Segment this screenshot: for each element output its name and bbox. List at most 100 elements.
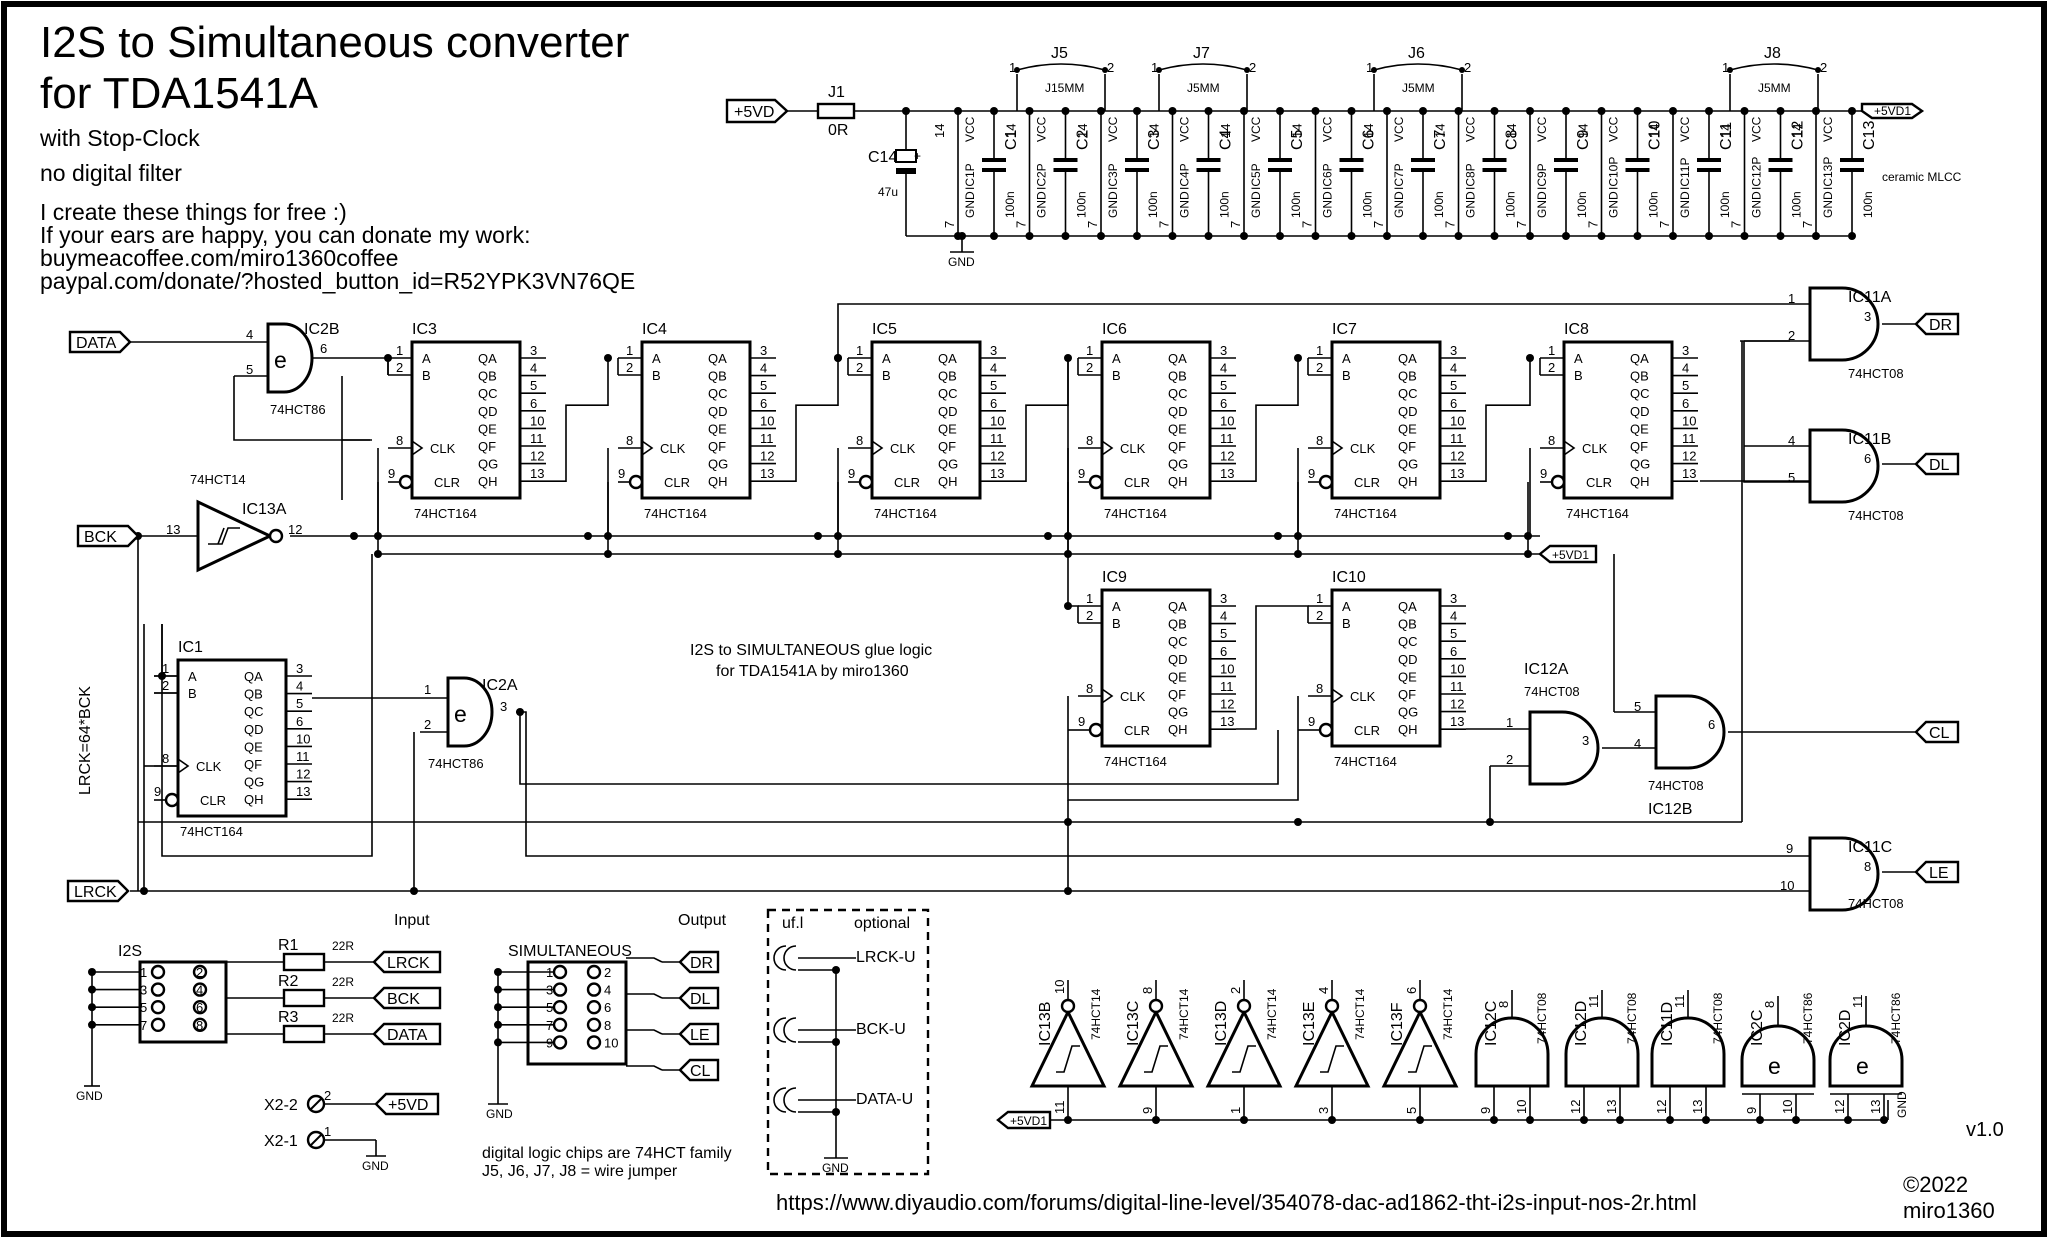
pin-num: 12 [990,449,1004,464]
pin-name: QC [1398,386,1418,401]
pin-num: 8 [604,1018,611,1033]
gate-part: 74HCT08 [1524,684,1580,699]
pin-name: A [1112,351,1121,366]
ic-part: 74HCT164 [1566,506,1629,521]
junction-dot [958,232,966,240]
junction-dot [834,354,842,362]
spare-part: 74HCT14 [1177,988,1191,1040]
power-decoupling-section: +5VD J1 0R C14 47u + GND +5VD1 ceramic M… [725,45,1962,269]
ic-part: 74HCT164 [1334,754,1397,769]
pin-name: QD [1398,652,1418,667]
pin-num: 5 [246,362,253,377]
pin-name: B [1342,616,1351,631]
pin-num: 6 [1864,451,1871,466]
port-input-label: DATA [387,1027,428,1044]
resistor-r3 [282,1024,326,1044]
pin-name: CLK [1120,689,1146,704]
pin-num: 4 [760,361,767,376]
pin-num: 1 [1228,1107,1243,1114]
junction-dot [1792,1116,1800,1124]
xor-symbol: e [1768,1053,1781,1079]
vcc-label: VCC [1106,116,1120,142]
port-bck: BCK [76,524,140,548]
junction-dot [1705,107,1713,115]
pin-num: 11 [1682,431,1696,446]
junction-dot [1240,1116,1248,1124]
spare-part: 74HCT08 [1711,992,1725,1044]
shift-register-ic3: IC374HCT164ABCLKCLR1289QA3QB4QC5QD6QE10Q… [388,321,546,521]
capacitor-ref: C4 [1218,129,1235,150]
junction-dot [584,532,592,540]
pin-name: QB [708,369,727,384]
pin-name: CLK [1350,689,1376,704]
pin-name: QB [1398,369,1417,384]
ic-part: 74HCT164 [644,506,707,521]
ic-power-pin7: 7 [1729,221,1744,228]
ic-ref: IC4 [642,321,667,338]
pin-name: QE [1168,669,1187,684]
ic-part: 74HCT164 [414,506,477,521]
ic-power-ref: IC12P [1750,157,1764,190]
vcc-label: VCC [1678,116,1692,142]
pin-name: QF [1398,439,1416,454]
pin-num: 5 [1220,378,1227,393]
port-input-bck: BCK [372,986,442,1010]
pin-num: 2 [1548,360,1555,375]
pin-num: 6 [196,1000,203,1015]
pin-num: 1 [1316,343,1323,358]
ic-power-ref: IC1P [963,163,977,190]
pin-num: 11 [990,431,1004,446]
pin-name: QG [1398,457,1418,472]
gnd-pin-label: GND [1392,191,1406,218]
pin-num: 6 [1220,396,1227,411]
pin-num: 9 [1308,466,1315,481]
pin-num: 5 [1788,470,1795,485]
donate-link-coffee: buymeacoffee.com/miro1360coffee [40,245,398,271]
pin-num: 6 [1682,396,1689,411]
xor-symbol: e [274,347,287,373]
x2-ref: X2-1 [264,1133,298,1150]
note-74hct: digital logic chips are 74HCT family [482,1145,732,1162]
port-input-label: LRCK [387,955,430,972]
vcc-label: VCC [1035,116,1049,142]
ic-power-pin14: 14 [1361,124,1376,138]
pin-name: QA [1168,599,1187,614]
ic-power-pin14: 14 [1647,124,1662,138]
pin-name: QA [938,351,957,366]
jumper-ref: J8 [1764,45,1781,62]
port-5vd-in [725,98,789,124]
pin-name: QA [1398,599,1417,614]
junction-dot [1812,232,1820,240]
shift-register-ic10: IC1074HCT164ABCLKCLR1289QA3QB4QC5QD6QE10… [1308,569,1466,769]
pin-num: 4 [196,983,203,998]
ic-power-pin7: 7 [1586,221,1601,228]
capacitor-value: 100n [1361,191,1375,218]
junction-dot [1240,232,1248,240]
port-data: DATA [68,330,132,354]
pin-num: 4 [990,361,997,376]
vcc-label: VCC [1321,116,1335,142]
copyright-year: ©2022 [1903,1172,1968,1197]
pin-num: 6 [1404,987,1419,994]
junction-dot [1025,107,1034,115]
pin-num: 8 [1086,433,1093,448]
gate-ref: IC12B [1648,801,1692,818]
capacitor-value: 100n [1289,191,1303,218]
subtitle-stop-clock: with Stop-Clock [39,125,200,151]
ic-power-pin14: 14 [1576,124,1591,138]
pin-num: 1 [140,965,147,980]
junction-dot [1669,107,1677,115]
pin-name: QD [478,404,498,419]
pin-name: QF [1398,687,1416,702]
junction-dot [1526,107,1534,115]
output-title: Output [678,912,727,929]
pin-num: 11 [1450,679,1464,694]
x2-pin: 1 [324,1124,331,1139]
